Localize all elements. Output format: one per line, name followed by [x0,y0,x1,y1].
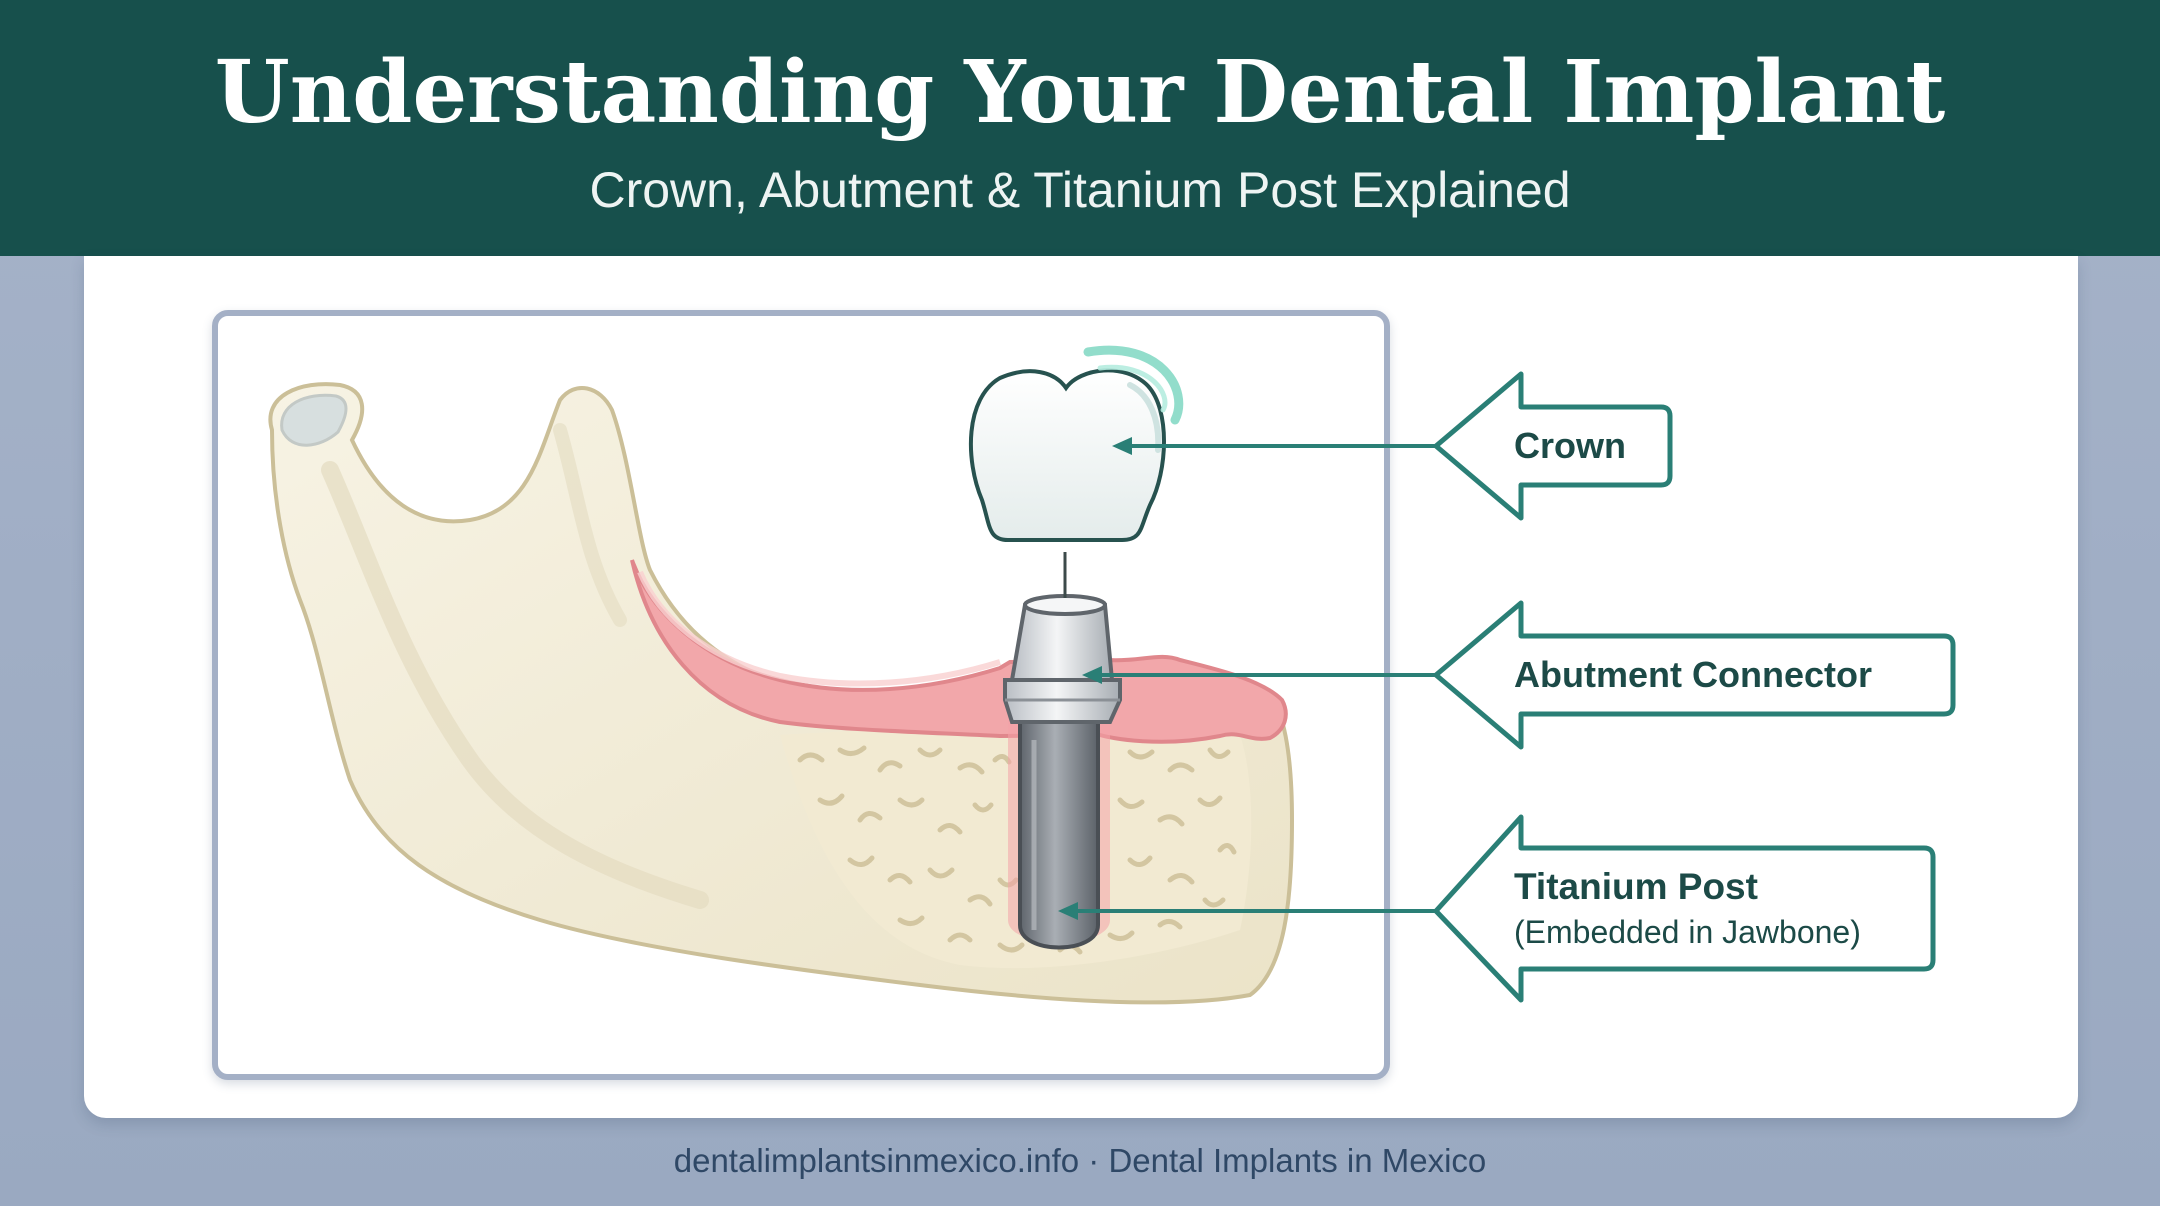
callout-abutment-label: Abutment Connector [1514,654,1872,695]
leader-lines [1058,437,1436,920]
page-subtitle: Crown, Abutment & Titanium Post Explaine… [589,162,1571,218]
callout-post-label: Titanium Post [1514,866,1758,907]
callout-abutment-arrow [1433,600,1956,750]
callout-post-detail: (Embedded in Jawbone) [1514,914,1861,950]
callout-post-arrow [1433,814,1936,1003]
callout-crown-arrow [1433,371,1673,521]
abutment [1003,594,1122,724]
crown-tooth [968,345,1184,542]
gum-tissue [630,559,1288,744]
footer-credit: dentalimplantsinmexico.info · Dental Imp… [673,1142,1487,1179]
callout-crown-label: Crown [1514,425,1626,466]
titanium-post [1018,718,1100,950]
header-banner: Understanding Your Dental Implant Crown,… [0,0,2160,256]
page-title: Understanding Your Dental Implant [214,42,1946,143]
